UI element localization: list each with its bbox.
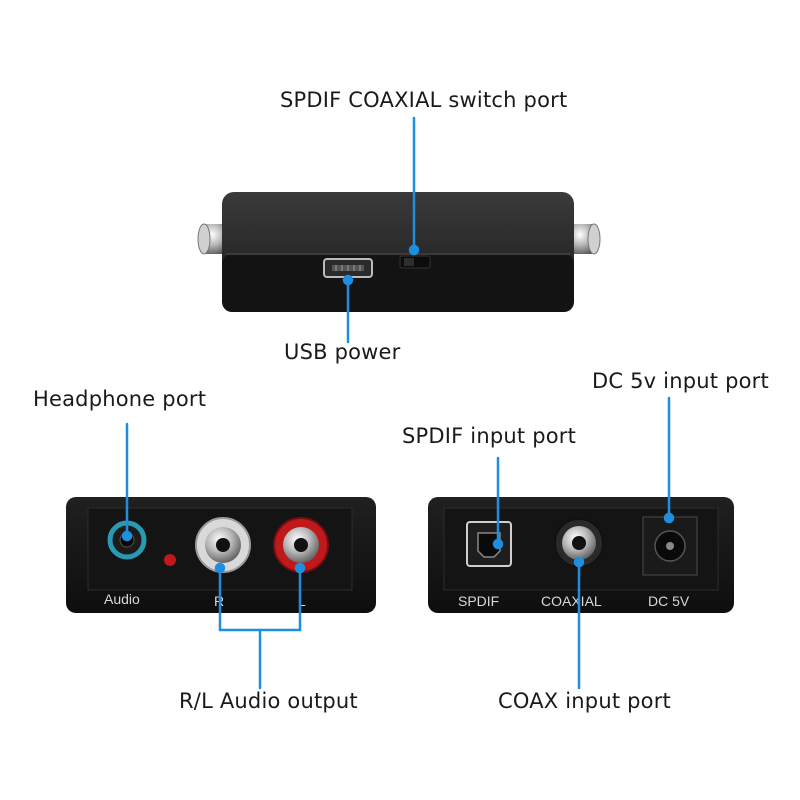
panel-label-coaxial: COAXIAL	[541, 593, 602, 609]
callout-usb-power: USB power	[284, 340, 401, 364]
callout-spdif-input: SPDIF input port	[402, 424, 577, 448]
leader-coax-input	[573, 556, 585, 690]
callout-coax-input: COAX input port	[498, 689, 671, 713]
callout-spdif-coaxial-switch: SPDIF COAXIAL switch port	[280, 88, 568, 112]
leader-rl-audio-output	[214, 562, 306, 690]
panel-label-l: L	[298, 593, 306, 609]
leader-headphone-port	[121, 422, 133, 542]
callout-dc-input: DC 5v input port	[592, 369, 769, 393]
input-panel-device: SPDIF COAXIAL DC 5V	[428, 497, 734, 613]
callout-rl-audio-output: R/L Audio output	[179, 689, 358, 713]
spdif-optical-port	[466, 521, 512, 567]
leader-spdif-input	[492, 456, 504, 550]
rca-stub-right	[568, 223, 601, 255]
dc-power-jack	[642, 516, 698, 576]
top-device	[197, 192, 601, 312]
rca-output-r	[195, 517, 251, 573]
callout-headphone-port: Headphone port	[33, 387, 207, 411]
mini-usb-port	[323, 258, 373, 278]
panel-label-spdif: SPDIF	[458, 593, 499, 609]
leader-spdif-coaxial-switch	[408, 116, 420, 256]
power-led	[164, 554, 176, 566]
panel-label-audio: Audio	[104, 591, 140, 607]
spdif-coaxial-switch	[399, 255, 431, 269]
leader-usb-power	[342, 274, 354, 344]
rca-output-l	[273, 517, 329, 573]
coaxial-input-jack	[554, 518, 604, 568]
leader-dc-input	[663, 396, 675, 524]
panel-label-dc5v: DC 5V	[648, 593, 690, 609]
